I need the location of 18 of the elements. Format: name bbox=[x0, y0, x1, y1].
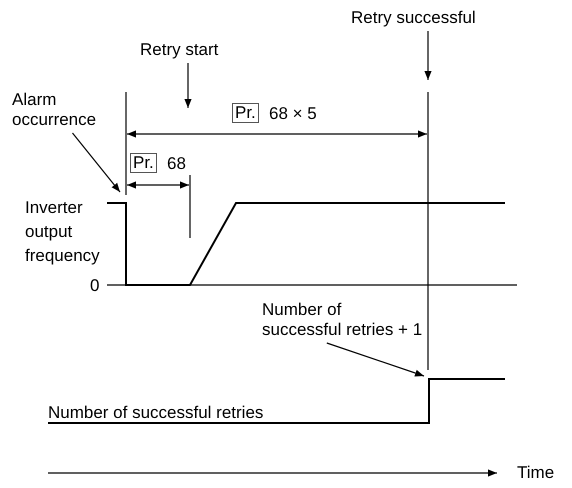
callout-text: Number of successful retries + 1 bbox=[262, 300, 424, 340]
arrow bbox=[424, 31, 432, 80]
axis-label: Time bbox=[517, 463, 554, 483]
retry-count-waveform bbox=[48, 378, 505, 424]
axis-value: 0 bbox=[90, 276, 100, 296]
signal-label: Inverter output frequency bbox=[25, 197, 101, 267]
parameter-tag: Pr. bbox=[130, 153, 157, 173]
signal-label: Number of successful retries bbox=[48, 403, 264, 423]
callout-text: Retry successful bbox=[351, 8, 521, 28]
dimension-label: 68 × 5 bbox=[269, 104, 317, 124]
arrow bbox=[326, 342, 424, 377]
frequency-waveform bbox=[107, 202, 505, 286]
arrow bbox=[184, 63, 192, 108]
arrow bbox=[72, 132, 120, 192]
callout-text: Alarm occurrence bbox=[12, 90, 122, 130]
callout-text: Retry start bbox=[140, 40, 260, 60]
dimension-label: 68 bbox=[167, 154, 186, 174]
parameter-tag: Pr. bbox=[232, 103, 259, 123]
